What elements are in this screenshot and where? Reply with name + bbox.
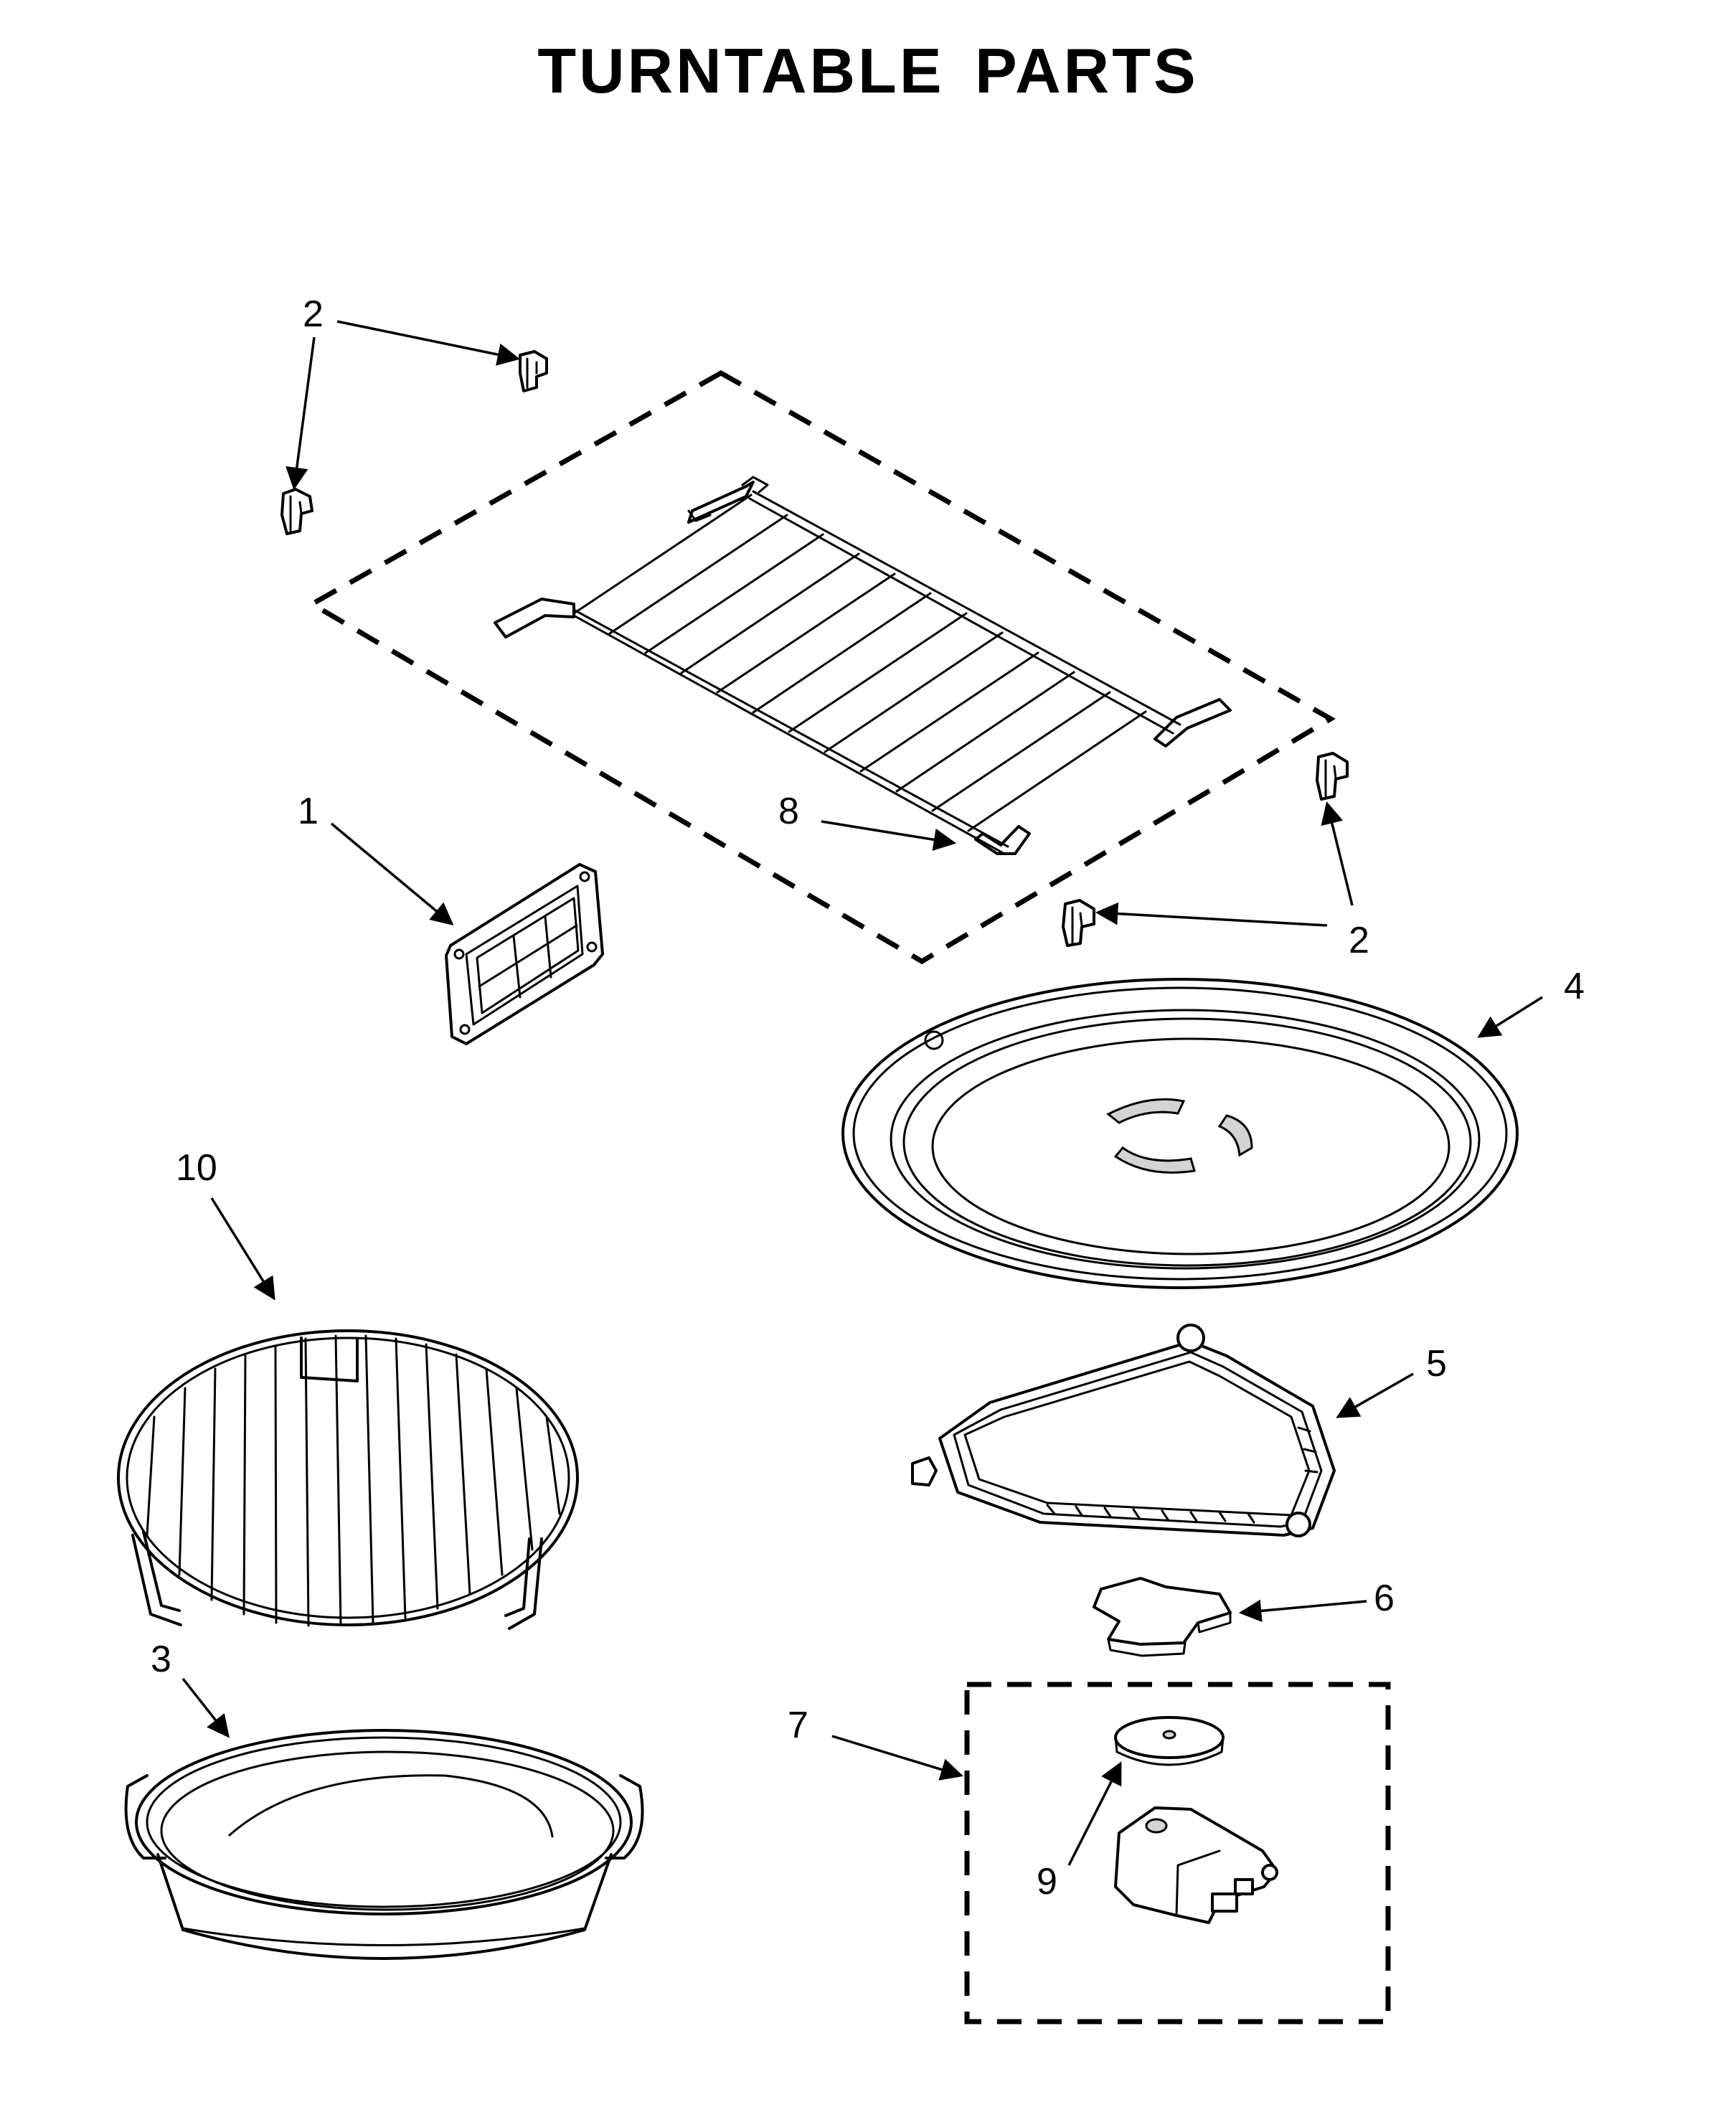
callout-part-1: 1 [298,791,319,832]
part-6-coupler[interactable] [1093,1577,1232,1657]
part-5-roller-ring[interactable] [911,1324,1336,1537]
part-2-clip-lower-right[interactable] [1062,899,1095,947]
rack-kit-boundary [306,369,1336,965]
part-10-round-rack[interactable] [117,1329,579,1630]
part-2-clip-upper-left[interactable] [280,488,313,535]
leader-lines [181,320,1543,1866]
callout-part-5: 5 [1426,1343,1447,1385]
callout-part-4: 4 [1564,966,1585,1007]
part-2-clip-upper-right[interactable] [519,350,548,392]
callout-part-7: 7 [788,1705,808,1746]
page-title: TURNTABLE PARTS [537,35,1199,106]
callout-part-2: 2 [1349,920,1369,961]
callout-part-6: 6 [1374,1578,1395,1619]
callout-part-9: 9 [1037,1861,1057,1903]
part-1-filter-plate[interactable] [445,863,604,1045]
callout-part-3: 3 [151,1639,171,1680]
callout-part-8: 8 [778,791,799,832]
part-7-turntable-motor[interactable] [1114,1806,1278,1924]
part-9-motor-disc[interactable] [1114,1716,1225,1766]
part-8-wire-rack[interactable] [494,476,1232,855]
callout-part-10: 10 [176,1147,217,1189]
part-2-clip-right[interactable] [1316,752,1349,801]
callout-part-2: 2 [303,293,324,335]
part-4-turntable-tray[interactable] [841,978,1519,1289]
motor-kit-boundary [964,1682,1391,2024]
part-3-oval-pan[interactable] [124,1729,644,1960]
